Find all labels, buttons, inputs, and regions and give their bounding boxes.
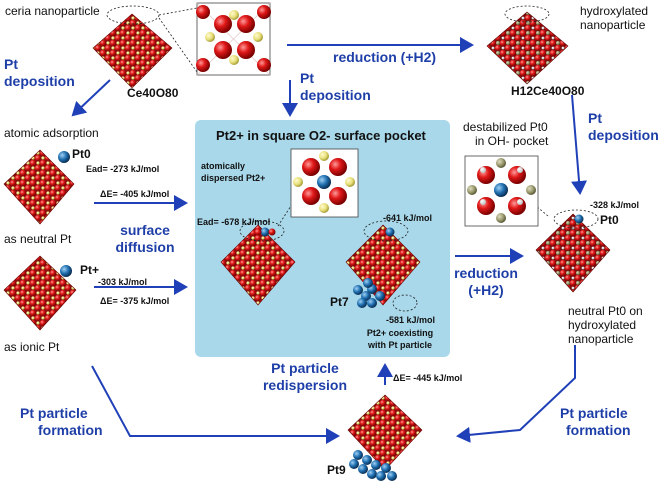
e-581-label: -581 kJ/mol [386,315,436,325]
as-ionic-pt-label: as ionic Pt [4,340,60,354]
pt-deposition-right-1: Pt [588,110,602,126]
coexist-1: Pt2+ coexisting [366,328,434,338]
arrow-pt-deposition-left [71,79,111,117]
pt-deposition-right-2: deposition [588,127,659,143]
pt0-label: Pt0 [72,147,91,161]
pt-deposition-left-2: deposition [4,73,75,89]
arrow-formation-left [91,365,340,444]
ead-panel-label: Ead= -678 kJ/mol [197,217,271,227]
neutral-right-3: nanoparticle [568,332,634,346]
ceria-nanoparticle-label: ceria nanoparticle [5,4,100,18]
surface-diffusion-2: diffusion [115,239,175,255]
arrow-formation-right [456,345,576,443]
pt0-oh-pocket-inset [464,155,549,227]
panel-title: Pt2+ in square O2- surface pocket [216,128,426,143]
pt-particle-formation-left-1: Pt particle [20,405,88,421]
de-445-label: ΔE= -445 kJ/mol [393,373,463,383]
arrow-pt-deposition-right [571,94,587,195]
coexist-2: with Pt particle [367,340,432,350]
hydroxylated-surface-marker [504,5,550,23]
reduction-mid-1: reduction [454,265,518,281]
pt-particle-formation-right-1: Pt particle [560,405,628,421]
neutral-pt-nanoparticle [3,149,75,225]
pt-particle-formation-right-2: formation [566,422,631,438]
pt-particle-formation-left-2: formation [38,422,103,438]
e-328-label: -328 kJ/mol [590,200,640,210]
ead-neutral-label: Ead= -273 kJ/mol [86,164,160,174]
atomically-dispersed-1: atomically [201,161,246,171]
pt7-cluster [353,278,385,308]
pt9-label: Pt9 [327,463,346,477]
ptplus-label: Pt+ [80,263,100,277]
pt9-cluster [349,450,397,481]
ceria-nanoparticle [92,13,173,89]
neutral-right-2: hydroxylated [568,318,637,332]
ceria-surface-inset [106,2,271,76]
as-neutral-pt-label: as neutral Pt [4,232,72,246]
arrows [71,37,587,444]
neutral-pt0-hydroxylated-nanoparticle [535,209,611,293]
hydroxylated-label-1: hydroxylated [580,4,649,18]
hydroxylated-label-2: nanoparticle [580,18,646,32]
panel-pt7-nanoparticle [345,220,421,312]
de-neutral-label: ΔE= -405 kJ/mol [100,189,170,199]
ead-ionic-label: -303 kJ/mol [98,277,148,287]
pt2plus-pocket-inset [277,148,359,227]
pt7-label: Pt7 [330,295,349,309]
surface-diffusion-1: surface [120,222,170,238]
neutral-right-1: neutral Pt0 on [568,304,643,318]
reduction-mid-2: (+H2) [468,282,504,298]
pt0-right-label: Pt0 [600,213,619,227]
ce40o80-label: Ce40O80 [127,86,179,100]
pt-deposition-center-1: Pt [300,70,314,86]
pt-particle-redispersion-1: Pt particle [271,360,339,376]
destabilized-2: in OH- pocket [475,134,549,148]
atomic-adsorption-label: atomic adsorption [4,126,99,140]
panel-pt2plus-nanoparticle [220,220,296,306]
hydroxylated-nanoparticle [486,11,569,85]
pt-deposition-left-1: Pt [4,56,18,72]
pt9-nanoparticle [347,394,423,481]
e-641-label: -641 kJ/mol [383,213,433,223]
h12ce40o80-label: H12Ce40O80 [511,84,585,98]
destabilized-1: destabilized Pt0 [463,120,548,134]
de-ionic-label: ΔE= -375 kJ/mol [100,296,170,306]
reduction-top-label: reduction (+H2) [333,49,437,65]
pt-particle-redispersion-2: redispersion [262,377,348,393]
pt-deposition-center-2: deposition [300,87,371,103]
atomically-dispersed-2: dispersed Pt2+ [201,173,266,183]
ionic-pt-nanoparticle [3,255,77,331]
